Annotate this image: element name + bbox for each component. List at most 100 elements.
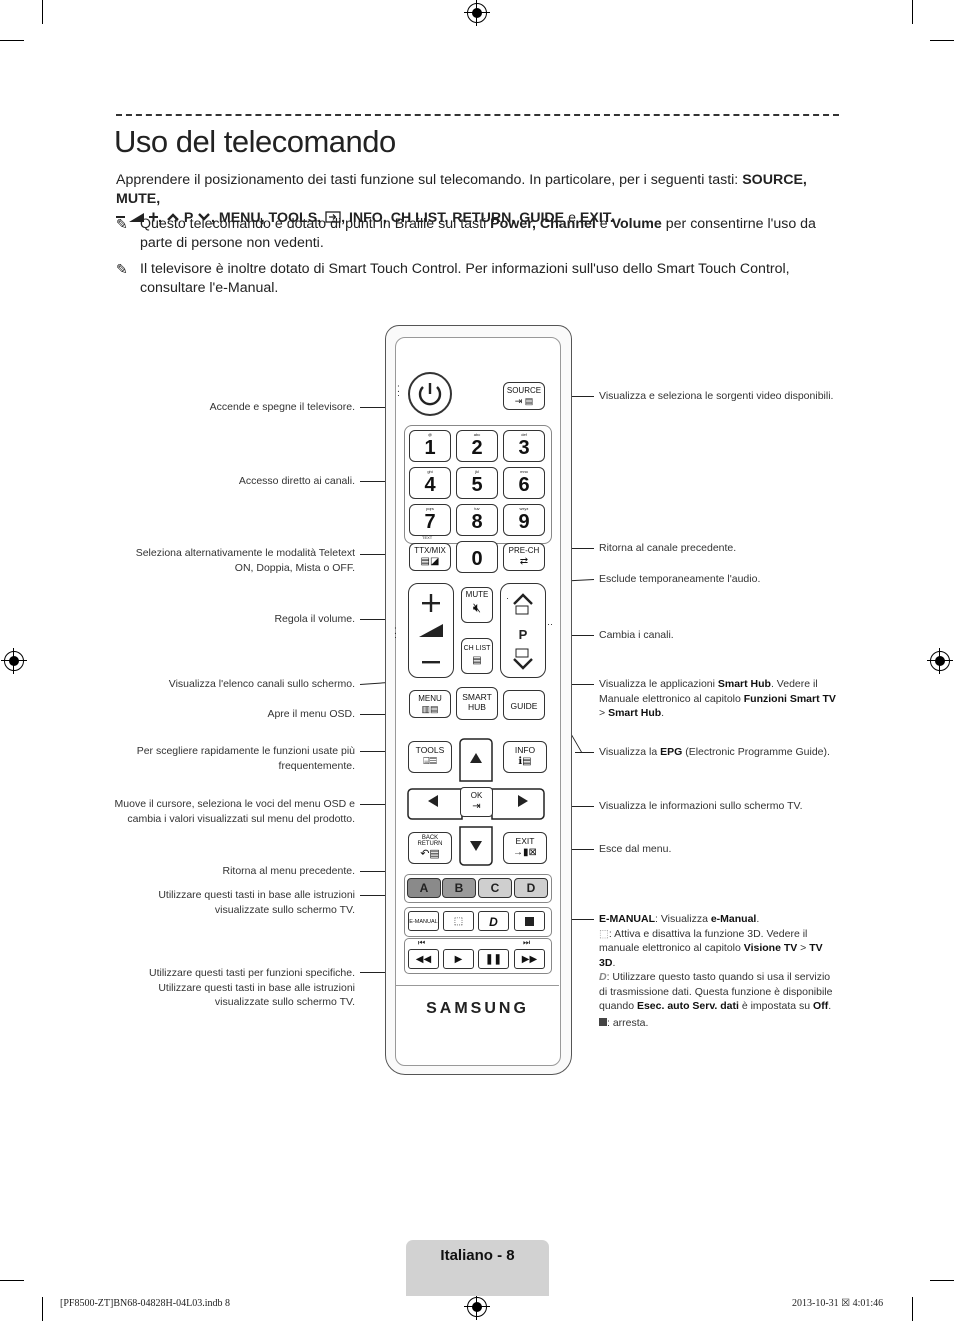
channel-list-icon: ▤ (472, 655, 482, 666)
play-icon: ▶ (454, 954, 463, 965)
ttx-mix-button[interactable]: TTX/MIX ▤◪ (409, 543, 451, 571)
annotation-guide: Visualizza la EPG (Electronic Programme … (599, 746, 830, 758)
return-icon: ↶▤ (420, 848, 440, 860)
fast-forward-button[interactable]: ▶▶ (514, 949, 545, 969)
digit-letters: wxyz (519, 506, 529, 511)
annotation-info: Visualizza le informazioni sullo schermo… (599, 800, 803, 812)
digit-0-button[interactable]: 0 (456, 541, 498, 573)
imprint-date: 2013-10-31 ☒ 4:01:46 (792, 1298, 884, 1309)
page-number: Italiano - 8 (440, 1247, 515, 1264)
info-button[interactable]: INFO ℹ▤ (503, 741, 547, 773)
rewind-button[interactable]: ◀◀ (408, 949, 439, 969)
color-keys-panel (404, 874, 552, 903)
channel-down-icon (198, 213, 210, 221)
intro-keys: , MENU, TOOLS, (211, 210, 322, 226)
color-button-d[interactable]: D (514, 878, 548, 898)
note-pencil-icon: ✎ (116, 261, 128, 277)
3d-icon: ⬚ (453, 916, 464, 927)
annotation-digits: Accesso diretto ai canali. (238, 475, 355, 487)
ch-list-button[interactable]: CH LIST ▤ (461, 638, 493, 674)
text-label: TEXT (422, 535, 433, 540)
channel-up-badge-icon (515, 605, 529, 615)
digit-1-button[interactable]: @1 (409, 430, 451, 462)
ttx-key-icon (325, 211, 341, 223)
tools-icon: ⌸▤ (423, 756, 437, 767)
e-manual-button[interactable]: E-MANUAL (408, 911, 439, 931)
source-button[interactable]: SOURCE ⇥ ▤ (503, 382, 545, 410)
digit-letters: tuv (474, 506, 480, 511)
smart-hub-button[interactable]: SMART HUB (456, 687, 498, 720)
annotation-color-keys: Utilizzare questi tasti in base alle ist… (158, 889, 355, 916)
crop-mark (930, 1280, 954, 1281)
registration-mark-icon (1, 648, 27, 674)
ok-button[interactable]: OK ⇥ (460, 787, 493, 817)
leader-line (360, 481, 406, 482)
volume-rocker[interactable] (408, 583, 454, 678)
intro-keys: SOURCE, MUTE, (116, 172, 807, 207)
play-button[interactable]: ▶ (443, 949, 474, 969)
rewind-icon: ◀◀ (415, 954, 432, 965)
color-button-a[interactable]: A (407, 878, 441, 898)
data-service-icon: D (599, 971, 607, 983)
intro-keys: , INFO, CH LIST, RETURN, GUIDE (341, 210, 565, 226)
note-pencil-icon: ✎ (116, 216, 128, 232)
volume-up-icon (422, 594, 440, 612)
exit-button[interactable]: EXIT →▮⊠ (503, 832, 547, 864)
annotation-mute: Esclude temporaneamente l'audio. (599, 573, 761, 585)
crop-mark (0, 40, 24, 41)
leader-line (360, 972, 404, 973)
braille-dots: ⁚· (394, 626, 397, 642)
annotation-menu: Apre il menu OSD. (267, 708, 355, 720)
back-return-button[interactable]: BACK RETURN ↶▤ (408, 832, 452, 864)
teletext-icon: ▤◪ (420, 556, 440, 567)
crop-mark (930, 40, 954, 41)
navigation-pad[interactable] (406, 737, 550, 867)
data-service-button[interactable]: D (478, 911, 509, 931)
leader-line (360, 895, 406, 896)
digit-label: 8 (471, 511, 483, 533)
color-button-b[interactable]: B (442, 878, 476, 898)
annotation-channel: Cambia i canali. (599, 629, 674, 641)
annotation-emanual: E-MANUAL: Visualizza e-Manual. ⬚: Attiva… (599, 913, 833, 1029)
next-track-icon: ⏭ (523, 938, 531, 947)
exit-icon: →▮⊠ (513, 847, 537, 858)
intro-paragraph: Apprendere il posizionamento dei tasti f… (116, 172, 807, 226)
enter-icon: ⇥ (472, 801, 481, 812)
braille-dots: ·· (547, 619, 553, 629)
stop-button[interactable] (514, 911, 545, 931)
title-rule (116, 114, 839, 116)
pause-button[interactable]: ❚❚ (478, 949, 509, 969)
leader-line (360, 751, 408, 752)
crop-mark (912, 0, 913, 24)
digit-label: 3 (518, 437, 530, 459)
digit-label: 6 (518, 474, 530, 496)
channel-rocker[interactable]: P (500, 583, 546, 678)
note-braille: ✎ Questo telecomando è dotato di punti i… (116, 216, 816, 251)
left-arrow-icon (428, 795, 438, 807)
mute-icon: 🔇︎ (472, 600, 482, 615)
annotation-tools: Per scegliere rapidamente le funzioni us… (136, 745, 355, 772)
annotation-playback: Utilizzare questi tasti per funzioni spe… (148, 967, 355, 1008)
leader-line (570, 806, 594, 807)
crop-mark (42, 0, 43, 24)
power-button[interactable] (408, 372, 452, 416)
3d-button[interactable]: ⬚ (443, 911, 474, 931)
guide-button[interactable]: GUIDE (503, 690, 545, 720)
page-footer-tab: Italiano - 8 (406, 1240, 549, 1296)
digit-letters: mno (520, 469, 528, 474)
mute-button[interactable]: MUTE 🔇︎ (461, 587, 493, 623)
menu-button[interactable]: MENU ▥▤ (409, 690, 451, 718)
color-button-c[interactable]: C (478, 878, 512, 898)
pre-ch-button[interactable]: PRE-CH ⇄ (503, 543, 545, 571)
intro-text: Apprendere il posizionamento dei tasti f… (116, 172, 743, 188)
samsung-logo: SAMSUNG (426, 1000, 529, 1017)
tools-button[interactable]: TOOLS ⌸▤ (408, 741, 452, 773)
